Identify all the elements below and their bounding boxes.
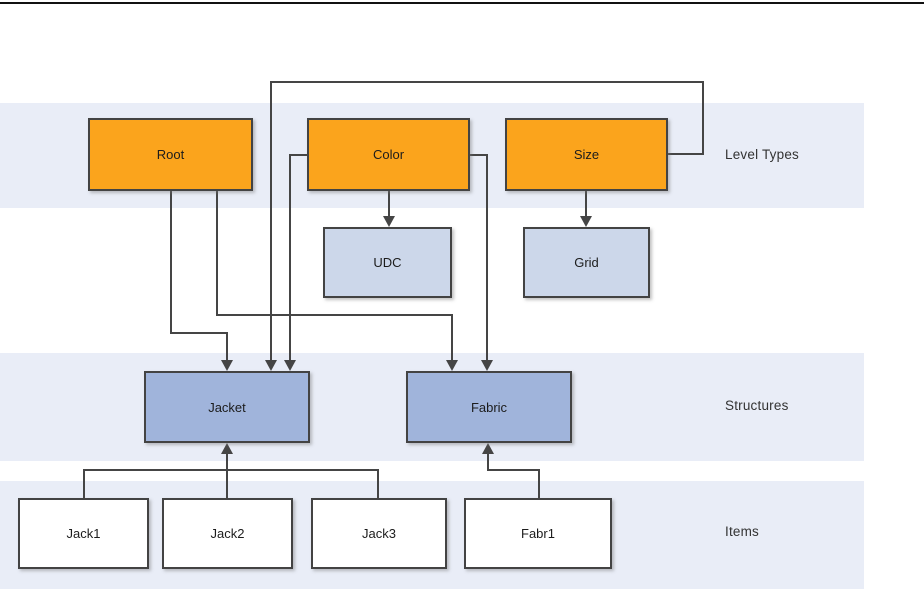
node-fabric-label: Fabric	[470, 399, 508, 415]
arrowhead	[446, 360, 458, 371]
node-root: Root	[88, 118, 253, 191]
connector-root-jacket	[170, 191, 228, 360]
node-jack2-label: Jack2	[210, 526, 245, 541]
arrowhead	[482, 443, 494, 454]
arrowheads	[221, 216, 592, 454]
node-size-label: Size	[573, 147, 600, 162]
connector-root-fabric	[216, 191, 453, 360]
node-fabr1-label: Fabr1	[521, 526, 555, 541]
connector-items-rail	[83, 469, 379, 498]
arrowhead	[221, 443, 233, 454]
top-border-line	[0, 2, 924, 4]
arrowhead	[284, 360, 296, 371]
node-color: Color	[307, 118, 470, 191]
connector-size-jacket	[270, 81, 704, 360]
node-color-label: Color	[372, 147, 405, 162]
arrowhead	[265, 360, 277, 371]
connector-color-jacket	[289, 154, 307, 360]
node-size: Size	[505, 118, 668, 191]
arrowhead	[383, 216, 395, 227]
node-fabric: Fabric	[406, 371, 572, 443]
node-jacket-label: Jacket	[208, 399, 246, 415]
node-root-label: Root	[156, 147, 185, 162]
node-fabr1: Fabr1	[464, 498, 612, 569]
node-udc-label: UDC	[373, 255, 402, 270]
node-jack3: Jack3	[311, 498, 447, 569]
arrowhead	[481, 360, 493, 371]
node-jack1-label: Jack1	[66, 526, 101, 541]
row-label-structures: Structures	[725, 398, 789, 413]
connector-fabr1-fabric	[487, 454, 540, 498]
node-jack1: Jack1	[18, 498, 149, 569]
connector-color-fabric	[470, 154, 488, 360]
node-jack2: Jack2	[162, 498, 293, 569]
arrowhead	[580, 216, 592, 227]
row-label-level-types: Level Types	[725, 147, 799, 162]
node-udc: UDC	[323, 227, 452, 298]
arrowhead	[221, 360, 233, 371]
node-jacket: Jacket	[144, 371, 310, 443]
node-grid-label: Grid	[574, 255, 599, 270]
node-jack3-label: Jack3	[362, 526, 396, 541]
node-grid: Grid	[523, 227, 650, 298]
row-label-items: Items	[725, 524, 760, 539]
